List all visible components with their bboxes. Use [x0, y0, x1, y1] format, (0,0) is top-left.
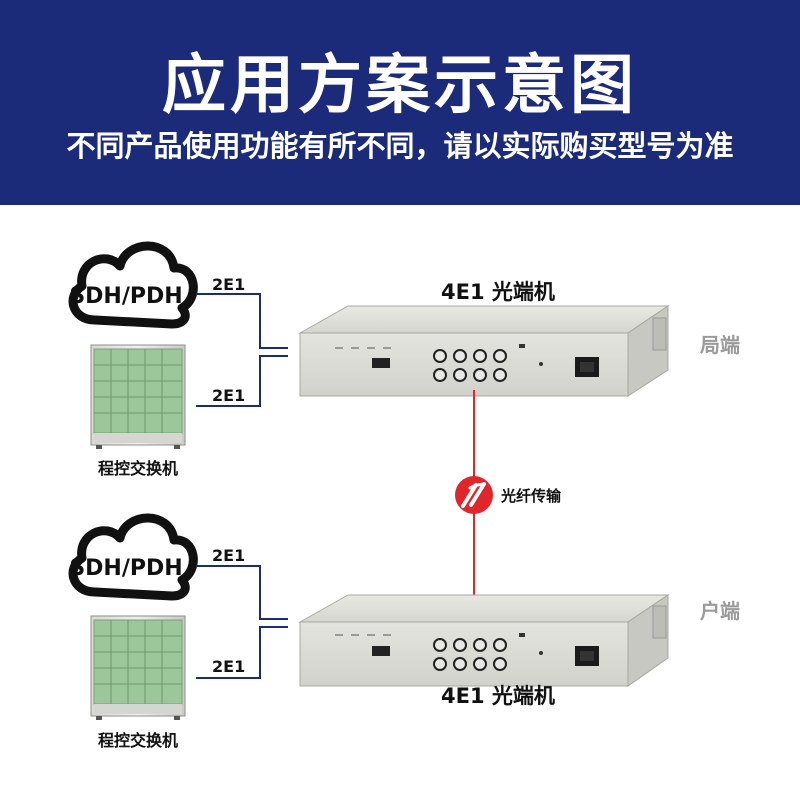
- application-diagram: SDH/PDH 2E1 2E1 程控交换机 4E1 光端机: [68, 241, 740, 750]
- device-label: 4E1 光端机: [441, 280, 555, 304]
- fiber-transmission-icon: [455, 476, 493, 514]
- side-label: 户端: [700, 599, 740, 623]
- cloud-label: SDH/PDH: [69, 284, 182, 309]
- link-lines: [196, 293, 288, 407]
- top-section: SDH/PDH 2E1 2E1 程控交换机 4E1 光端机: [68, 241, 740, 478]
- link-lines: [196, 565, 288, 679]
- link-label-upper: 2E1: [212, 546, 245, 565]
- link-label-upper: 2E1: [212, 275, 245, 294]
- cloud-label: SDH/PDH: [69, 556, 182, 581]
- optical-transceiver-icon: [298, 305, 670, 397]
- device-label: 4E1 光端机: [441, 684, 555, 708]
- bottom-section: SDH/PDH 2E1 2E1 程控交换机: [68, 513, 740, 750]
- link-label-lower: 2E1: [212, 386, 245, 405]
- page-title: 应用方案示意图: [162, 49, 638, 123]
- exchange-cabinet-icon: [90, 615, 186, 720]
- side-label: 局端: [699, 333, 740, 357]
- fiber-label: 光纤传输: [500, 487, 562, 505]
- exchange-cabinet-icon: [90, 344, 186, 449]
- exchange-label: 程控交换机: [98, 459, 178, 478]
- fiber-link: 光纤传输: [455, 390, 562, 600]
- cloud-icon: [68, 513, 198, 601]
- page-subtitle: 不同产品使用功能有所不同，请以实际购买型号为准: [66, 129, 734, 163]
- link-label-lower: 2E1: [212, 657, 245, 676]
- exchange-label: 程控交换机: [98, 731, 178, 750]
- optical-transceiver-icon: [298, 594, 670, 687]
- cloud-icon: [68, 241, 198, 329]
- header-banner: 应用方案示意图 不同产品使用功能有所不同，请以实际购买型号为准: [0, 0, 800, 205]
